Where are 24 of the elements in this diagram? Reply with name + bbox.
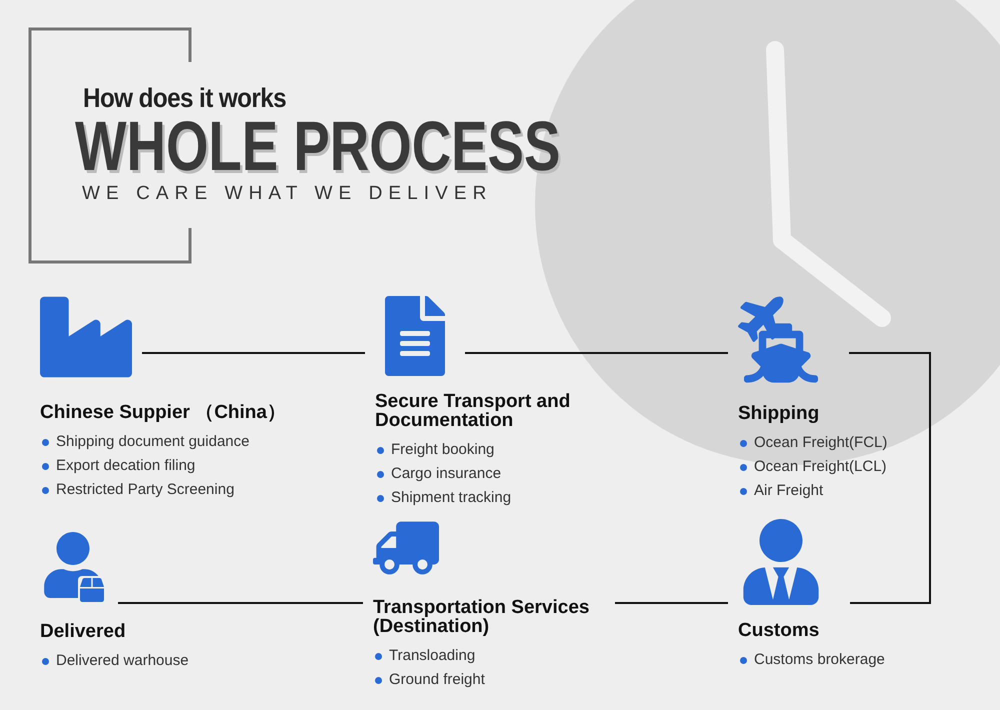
step-title: Customs	[738, 621, 820, 640]
bullet-item: Ocean Freight(FCL)	[738, 431, 888, 455]
connector-line	[615, 602, 728, 604]
bullet-item: Ground freight	[373, 668, 485, 692]
bullet-item: Delivered warhouse	[40, 649, 189, 673]
bullet-item: Restricted Party Screening	[40, 478, 234, 502]
connector-line	[142, 352, 365, 354]
connector-line	[118, 602, 363, 604]
bullet-item: Customs brokerage	[738, 648, 885, 672]
bullet-item: Shipping document guidance	[40, 430, 250, 454]
step-title: Secure Transport and Documentation	[375, 392, 572, 430]
bullet-item: Export decation filing	[40, 454, 196, 478]
bullet-item: Cargo insurance	[375, 462, 502, 486]
bullet-item: Transloading	[373, 644, 476, 668]
step-title: Delivered	[40, 622, 126, 641]
bullet-item: Ocean Freight(LCL)	[738, 455, 887, 479]
bullet-item: Freight booking	[375, 438, 494, 462]
bullet-item: Shipment tracking	[375, 486, 512, 510]
step-title: Chinese Suppier （China）	[40, 403, 286, 422]
step-title: Shipping	[738, 404, 820, 423]
connector-line	[465, 352, 728, 354]
bullet-item: Air Freight	[738, 479, 824, 503]
step-title: Transportation Services (Destination)	[373, 598, 590, 636]
connector-line	[849, 352, 931, 604]
